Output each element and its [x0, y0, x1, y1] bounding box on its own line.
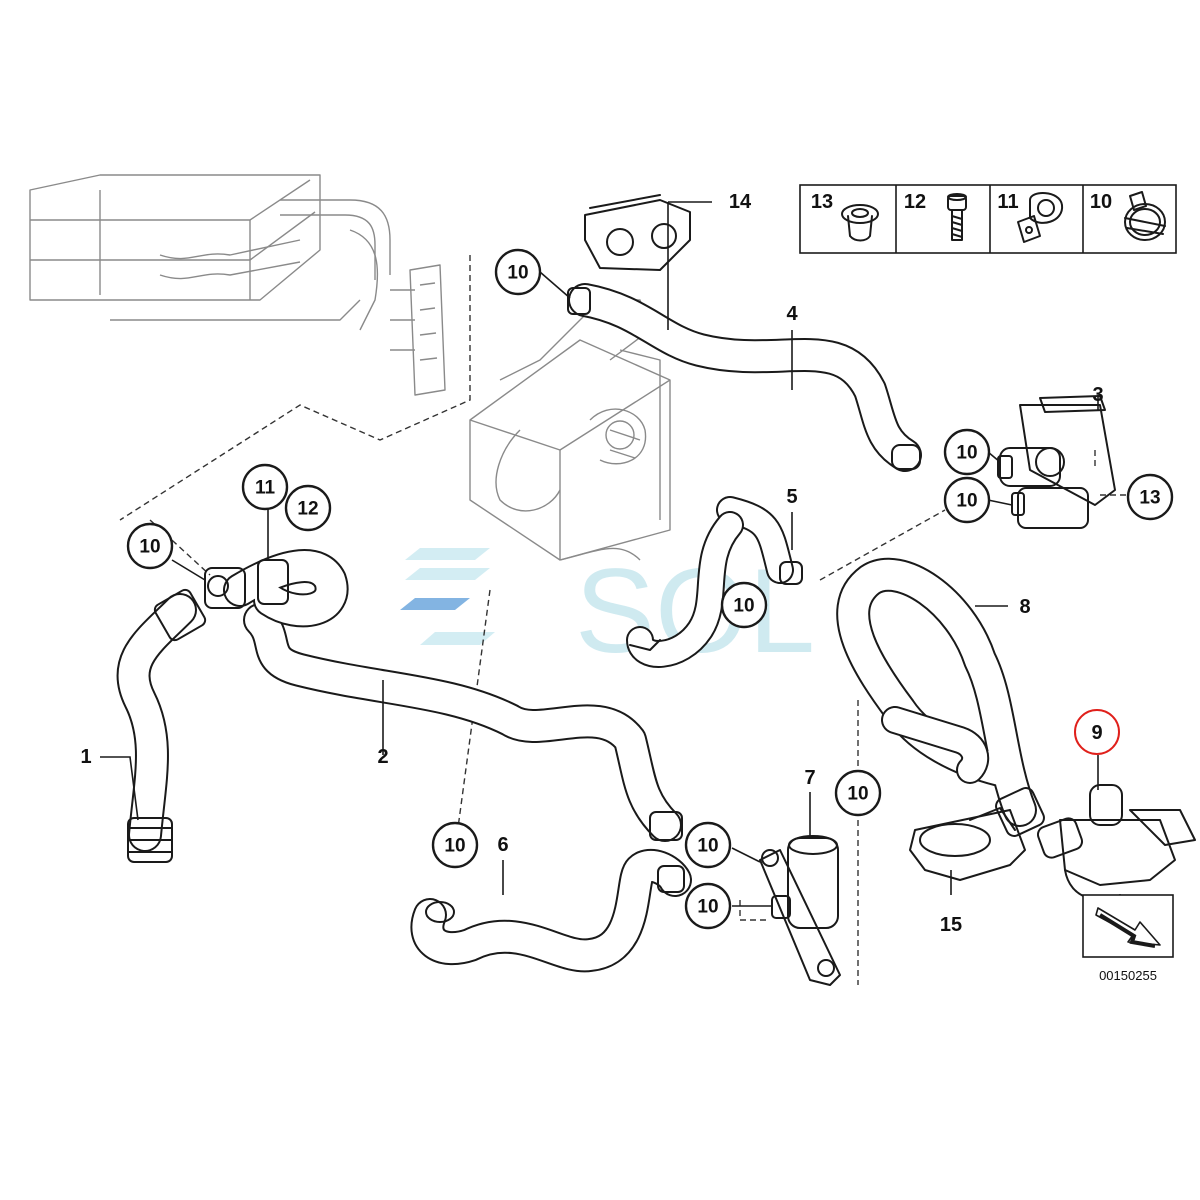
hose-4-end-fitting — [567, 287, 591, 315]
legend-item-13: 13 — [811, 191, 879, 242]
svg-text:13: 13 — [1139, 488, 1160, 509]
drawing-code: 00150255 — [1099, 968, 1157, 983]
svg-text:10: 10 — [697, 836, 718, 857]
svg-text:6: 6 — [497, 834, 508, 856]
svg-text:8: 8 — [1019, 596, 1030, 618]
orientation-indicator: 00150255 — [1082, 894, 1174, 983]
callout-bracket-15: 15 — [940, 914, 962, 936]
svg-text:10: 10 — [1090, 191, 1112, 213]
svg-text:4: 4 — [786, 303, 798, 325]
callout-hose-4: 4 — [786, 303, 798, 325]
callout-hose-2: 2 — [377, 746, 388, 768]
pump-9 — [1036, 784, 1196, 901]
svg-text:10: 10 — [444, 836, 465, 857]
callout-valve-3: 3 — [1092, 384, 1103, 406]
hose-2 — [204, 549, 683, 842]
svg-text:10: 10 — [956, 491, 977, 512]
svg-text:13: 13 — [811, 191, 833, 213]
callout-pump-9: 9 — [1074, 709, 1120, 755]
callout-bolt-13-right: 13 — [1126, 473, 1174, 521]
svg-text:14: 14 — [729, 191, 752, 213]
svg-text:11: 11 — [255, 478, 276, 499]
hose-8 — [836, 557, 1045, 837]
grommet-icon — [841, 204, 879, 242]
pipe-clip-icon — [1017, 192, 1064, 243]
callout-pump-clamp: 10 — [834, 769, 882, 817]
svg-text:2: 2 — [377, 746, 388, 768]
callout-clip-11: 11 — [241, 463, 289, 511]
svg-text:7: 7 — [804, 767, 815, 789]
svg-text:10: 10 — [139, 537, 160, 558]
callout-hose-5: 5 — [786, 486, 797, 508]
svg-text:5: 5 — [786, 486, 797, 508]
hose-4-end-coupling — [891, 444, 921, 470]
svg-text:15: 15 — [940, 914, 962, 936]
hose-clamp-icon — [1124, 191, 1166, 241]
screw-icon — [947, 193, 967, 241]
hose-4 — [567, 283, 922, 472]
hose-5 — [626, 496, 803, 668]
leader-lines — [100, 201, 1099, 907]
svg-text:10: 10 — [847, 784, 868, 805]
svg-text:10: 10 — [956, 443, 977, 464]
callout-hose-5-small-clamp: 10 — [720, 581, 768, 629]
svg-text:12: 12 — [904, 191, 926, 213]
callout-valve-7-clamp-a: 10 — [684, 821, 732, 869]
callout-valve-7-clamp-b: 10 — [684, 882, 732, 930]
callout-screw-12: 12 — [284, 484, 332, 532]
legend-item-12: 12 — [904, 191, 967, 241]
hose-1 — [116, 588, 207, 863]
callout-hose-6: 6 — [497, 834, 508, 856]
svg-text:10: 10 — [733, 596, 754, 617]
svg-text:9: 9 — [1091, 722, 1102, 744]
watermark-logo-icon — [400, 548, 495, 645]
pump-9-highlight-ring — [1074, 709, 1120, 755]
bracket-15 — [909, 807, 1026, 881]
svg-text:10: 10 — [697, 897, 718, 918]
svg-text:12: 12 — [297, 499, 318, 520]
svg-text:1: 1 — [80, 746, 91, 768]
svg-text:3: 3 — [1092, 384, 1103, 406]
callout-valve-3-clamp-b: 10 — [943, 476, 991, 524]
callout-hose-8: 8 — [1019, 596, 1030, 618]
callout-hose-1-clamp: 10 — [126, 522, 174, 570]
callout-valve-7: 7 — [804, 767, 815, 789]
valve-3 — [997, 395, 1116, 529]
svg-text:10: 10 — [507, 263, 528, 284]
clip-14 — [584, 194, 691, 271]
legend-item-11: 11 — [997, 191, 1064, 243]
heater-core-unit — [29, 174, 446, 396]
callout-valve-3-clamp-a: 10 — [943, 428, 991, 476]
callout-hose-6-clamp: 10 — [431, 821, 479, 869]
svg-text:11: 11 — [997, 191, 1018, 213]
hose-6 — [410, 848, 692, 973]
callout-hose-1: 1 — [80, 746, 91, 768]
callout-hose-top-clamp: 10 — [494, 248, 542, 296]
valve-7 — [759, 835, 841, 986]
legend-item-10: 10 — [1090, 191, 1166, 241]
callout-clip-14: 14 — [729, 191, 752, 213]
parts-legend: 13 12 11 10 — [799, 184, 1177, 254]
direction-arrow-icon — [1095, 907, 1161, 948]
